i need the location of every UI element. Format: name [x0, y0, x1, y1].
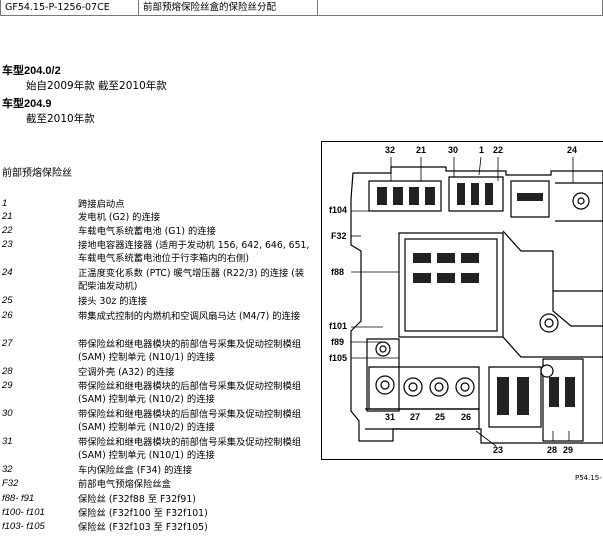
legend-key: 27 — [2, 338, 13, 349]
legend-text: 车内保险丝盒 (F34) 的连接 — [78, 465, 193, 476]
legend-key: 28 — [2, 366, 13, 377]
bottom-label: 28 — [547, 445, 557, 455]
leader-lines — [351, 156, 574, 447]
bottom-label: 27 — [410, 412, 420, 422]
legend-text: 带保险丝和继电器模块的前部信号采集及促动控制模组 (SAM) 控制单元 (N10… — [78, 437, 302, 461]
legend-key: 29 — [2, 380, 13, 391]
legend-text: 带集成式控制的内燃机和空调风扇马达 (M4/7) 的连接 — [78, 311, 301, 322]
document-header: GF54.15-P-1256-07CE 前部预熔保险丝盒的保险丝分配 — [0, 0, 603, 17]
legend-text: 正温度变化系数 (PTC) 暖气增压器 (R22/3) 的连接 (装配柴油发动机… — [78, 268, 305, 292]
legend-key: 23 — [2, 239, 13, 250]
vehicle-label: 车型 — [2, 65, 24, 77]
fuse-slots — [377, 183, 575, 415]
legend-text: 车载电气系统蓄电池 (G1) 的连接 — [78, 226, 216, 237]
top-label: 1 — [479, 145, 484, 155]
legend-key: 1 — [2, 198, 8, 209]
bottom-label: 25 — [435, 412, 445, 422]
vehicle-model-number: 204.0/2 — [24, 65, 61, 77]
vehicle-model-2-years: 截至2010年款 — [26, 113, 95, 125]
legend-text: 接地电容器连接器 (适用于发动机 156, 642, 646, 651, 车载电… — [78, 240, 310, 264]
vehicle-model-2: 车型204.9 — [2, 95, 52, 111]
top-label: 32 — [385, 145, 395, 155]
legend-text: 保险丝 (F32f103 至 F32f105) — [78, 522, 208, 533]
vehicle-label: 车型 — [2, 98, 24, 110]
left-label: f104 — [329, 205, 347, 215]
legend-text: 接头 30z 的连接 — [78, 296, 148, 307]
legend-text: 空调外壳 (A32) 的连接 — [78, 367, 175, 378]
legend-key: 24 — [2, 267, 13, 278]
legend-key: 21 — [2, 211, 13, 222]
document-title: 前部预熔保险丝盒的保险丝分配 — [138, 0, 318, 16]
bottom-label: 31 — [385, 412, 395, 422]
left-label: f101 — [329, 321, 347, 331]
legend-key: f100- f101 — [2, 507, 45, 518]
fuse-box-diagram: 32 21 30 1 22 24 31 27 25 26 23 28 29 f1… — [321, 141, 603, 460]
legend-text: 保险丝 (F32f88 至 F32f91) — [78, 494, 196, 505]
legend-text: 带保险丝和继电器模块的后部信号采集及促动控制模组 (SAM) 控制单元 (N10… — [78, 381, 302, 405]
figure-code: P54.15- — [575, 474, 602, 482]
top-label: 22 — [493, 145, 503, 155]
legend-key: 22 — [2, 225, 13, 236]
top-label: 24 — [567, 145, 577, 155]
left-label: f88 — [331, 267, 344, 277]
legend-key: 30 — [2, 408, 13, 419]
stud-terminals — [375, 192, 590, 397]
document-code: GF54.15-P-1256-07CE — [0, 0, 139, 16]
legend-key: F32 — [2, 478, 19, 489]
left-label: F32 — [331, 231, 347, 241]
legend-key: f88- f91 — [2, 493, 35, 504]
legend-text: 带保险丝和继电器模块的前部信号采集及促动控制模组 (SAM) 控制单元 (N10… — [78, 339, 302, 363]
legend-text: 前部电气预熔保险丝盒 — [78, 479, 171, 490]
legend-key: 32 — [2, 464, 13, 475]
left-label: f89 — [331, 337, 344, 347]
diagram-labels: 32 21 30 1 22 24 31 27 25 26 23 28 29 f1… — [329, 145, 577, 455]
vehicle-model-number: 204.9 — [24, 98, 52, 110]
legend-text: 发电机 (G2) 的连接 — [78, 212, 161, 223]
legend-key: 31 — [2, 436, 13, 447]
legend-text: 保险丝 (F32f100 至 F32f101) — [78, 508, 208, 519]
bottom-label: 23 — [493, 445, 503, 455]
top-label: 21 — [416, 145, 426, 155]
bottom-label: 29 — [563, 445, 573, 455]
legend-text: 跨接启动点 — [78, 199, 125, 210]
legend-key: 25 — [2, 295, 13, 306]
vehicle-model-1: 车型204.0/2 — [2, 62, 61, 78]
legend-key: 26 — [2, 310, 13, 321]
left-label: f105 — [329, 353, 347, 363]
vehicle-model-1-years: 始自2009年款 截至2010年款 — [26, 80, 167, 92]
section-title: 前部预熔保险丝 — [2, 168, 72, 179]
bottom-label: 26 — [461, 412, 471, 422]
header-empty-cell — [317, 0, 603, 16]
legend-text: 带保险丝和继电器模块的后部信号采集及促动控制模组 (SAM) 控制单元 (N10… — [78, 409, 302, 433]
top-label: 30 — [448, 145, 458, 155]
legend-key: f103- f105 — [2, 521, 45, 532]
fuse-box-body — [350, 166, 603, 444]
